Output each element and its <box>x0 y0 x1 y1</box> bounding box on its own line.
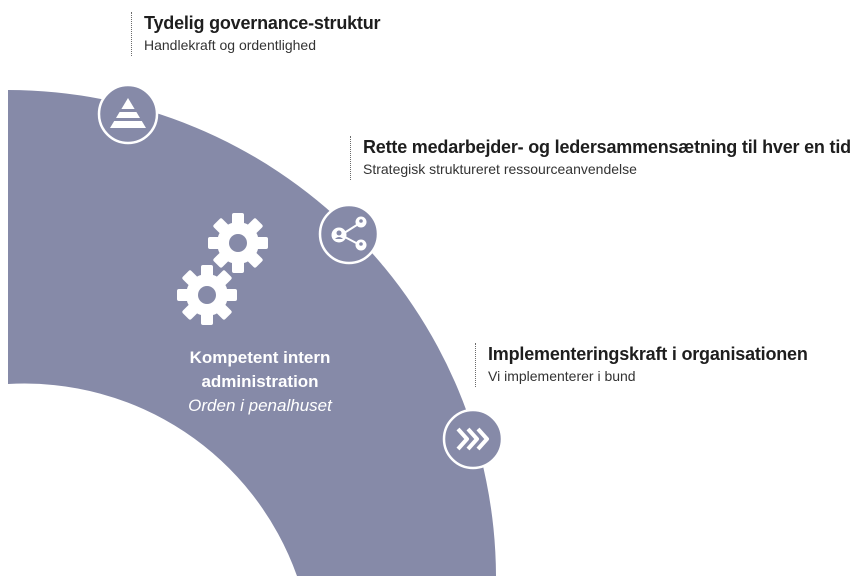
center-subtitle: Orden i penalhuset <box>188 396 332 415</box>
center-title-line2: administration <box>201 372 319 391</box>
item-label-staffing: Rette medarbejder- og ledersammensætning… <box>350 136 851 180</box>
item-subtitle: Vi implementerer i bund <box>488 368 636 384</box>
item-label-implementation: Implementeringskraft i organisationen Vi… <box>475 343 808 387</box>
center-label: Kompetent intern administration Orden i … <box>150 346 370 418</box>
ring-segment <box>8 90 496 576</box>
item-subtitle: Strategisk struktureret ressourceanvende… <box>363 161 637 177</box>
network-people-icon <box>318 203 380 265</box>
item-label-governance: Tydelig governance-struktur Handlekraft … <box>131 12 381 56</box>
pyramid-icon <box>97 83 159 145</box>
gears-icon <box>177 213 268 325</box>
chevrons-right-icon <box>442 408 504 470</box>
item-subtitle: Handlekraft og ordentlighed <box>144 37 317 53</box>
item-title: Implementeringskraft i organisationen <box>488 344 808 364</box>
item-title: Rette medarbejder- og ledersammensætning… <box>363 137 851 157</box>
item-title: Tydelig governance-struktur <box>144 13 381 33</box>
center-title-line1: Kompetent intern <box>189 348 331 367</box>
